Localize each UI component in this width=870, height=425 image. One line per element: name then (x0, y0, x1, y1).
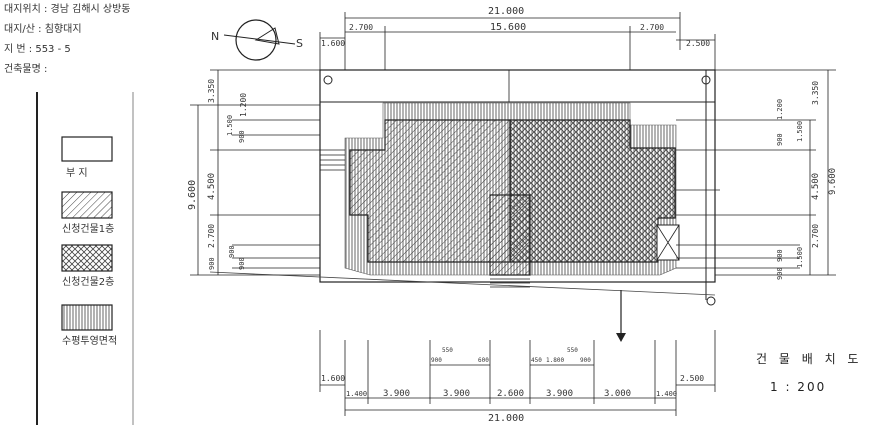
dim-top-left: 2.700 (349, 23, 373, 32)
legend-floor1-swatch (61, 191, 113, 219)
dim-left-total: 9.600 (187, 180, 198, 210)
dim-bottom-seg-7: 1.400 (656, 390, 677, 398)
site-location-row: 대지위치 : 경남 김해시 상방동 (4, 4, 131, 16)
site-boundary (319, 69, 716, 283)
dim-left-b: 900 (238, 130, 246, 143)
entrance-arrow-icon (616, 290, 626, 342)
dim-top-right-edge: 2.500 (686, 39, 710, 48)
building-name-row: 건축물명 : (4, 64, 47, 76)
building-stair-core (489, 194, 531, 276)
dim-bottom-small-5: 1.800 (546, 357, 564, 364)
site-lot-label: 대지/산 : (4, 24, 42, 35)
dim-right-lower: 2.700 (811, 224, 820, 248)
dim-right-total: 9.600 (828, 168, 838, 195)
building-floor2 (509, 119, 676, 263)
site-corner-marker-br (706, 296, 716, 306)
site-lot-number-label: 지 번 : (4, 44, 33, 55)
dim-bottom-small-2: 550 (442, 347, 453, 354)
entrance-steps (490, 274, 530, 288)
dim-left-upper: 1.200 (239, 93, 248, 117)
dim-bottom-seg-6: 3.000 (604, 389, 631, 399)
dim-top-left-edge: 1.600 (321, 39, 345, 48)
dim-left-lower: 2.700 (207, 224, 216, 248)
site-lot-number-value: 553 - 5 (35, 44, 71, 55)
dim-left-top: 3.350 (207, 79, 216, 103)
site-lot-number-row: 지 번 : 553 - 5 (4, 44, 71, 56)
dim-left-e: 900 (238, 257, 246, 270)
drawing-title: 건 물 배 치 도 (756, 352, 863, 366)
legend-floor1-label: 신청건물1층 (62, 224, 115, 235)
dim-top-center: 15.600 (490, 22, 526, 33)
site-corner-marker-tl (323, 75, 333, 85)
dim-bottom-seg-2: 3.900 (383, 389, 410, 399)
bottom-dimension-lines (319, 330, 716, 416)
legend-projection-label: 수평투영면적 (62, 336, 118, 347)
dim-bottom-small-3: 600 (478, 357, 489, 364)
dim-bottom-small-7: 900 (580, 357, 591, 364)
dim-right-a: 1.200 (776, 99, 784, 120)
legend-projection-swatch (61, 304, 113, 331)
dim-right-mid: 4.500 (811, 173, 821, 200)
site-corner-marker-tr (701, 75, 711, 85)
dim-right-d: 1.500 (796, 247, 804, 268)
dim-right-f: 900 (776, 267, 784, 280)
top-dimension-lines (319, 12, 716, 70)
dim-bottom-seg-1: 1.400 (346, 390, 367, 398)
legend-site-swatch (61, 136, 113, 162)
dim-top-total: 21.000 (488, 6, 524, 17)
building-name-label: 건축물명 : (4, 64, 48, 75)
dim-bottom-seg-3: 3.900 (443, 389, 470, 399)
dim-left-a: 1.500 (226, 115, 234, 136)
site-lot-value: 침향대지 (44, 24, 82, 35)
dim-right-c: 900 (776, 133, 784, 146)
dim-bottom-right-edge: 2.500 (680, 374, 704, 383)
dim-bottom-small-4: 450 (531, 357, 542, 364)
compass-north-label: N (211, 30, 219, 43)
dim-left-c: 900 (208, 257, 216, 270)
dim-bottom-small-1: 900 (431, 357, 442, 364)
compass-icon (223, 19, 296, 61)
dim-bottom-left-edge: 1.600 (321, 374, 345, 383)
site-location-value: 경남 김해시 상방동 (50, 4, 131, 15)
side-steps (320, 149, 345, 171)
site-road-line (209, 271, 716, 296)
dim-right-e: 900 (776, 249, 784, 262)
dim-bottom-small-6: 550 (567, 347, 578, 354)
left-dimension-lines (190, 69, 320, 276)
dim-right-b: 1.500 (796, 121, 804, 142)
dim-bottom-seg-5: 3.900 (546, 389, 573, 399)
drawing-scale: 1 : 200 (770, 380, 827, 394)
site-lot-row: 대지/산 : 침향대지 (4, 24, 82, 36)
dim-top-right: 2.700 (640, 23, 664, 32)
site-location-label: 대지위치 : (4, 4, 48, 15)
dim-bottom-total: 21.000 (488, 413, 524, 424)
dim-left-d: 900 (228, 245, 236, 258)
legend-floor2-swatch (61, 244, 113, 272)
legend-floor2-label: 신청건물2층 (62, 277, 115, 288)
dim-right-top: 3.350 (811, 81, 820, 105)
dim-bottom-seg-4: 2.600 (497, 389, 524, 399)
dim-left-mid: 4.500 (207, 173, 217, 200)
legend-site-label: 부 지 (66, 168, 88, 179)
compass-south-label: S (296, 37, 303, 50)
right-dimension-lines (676, 69, 836, 276)
